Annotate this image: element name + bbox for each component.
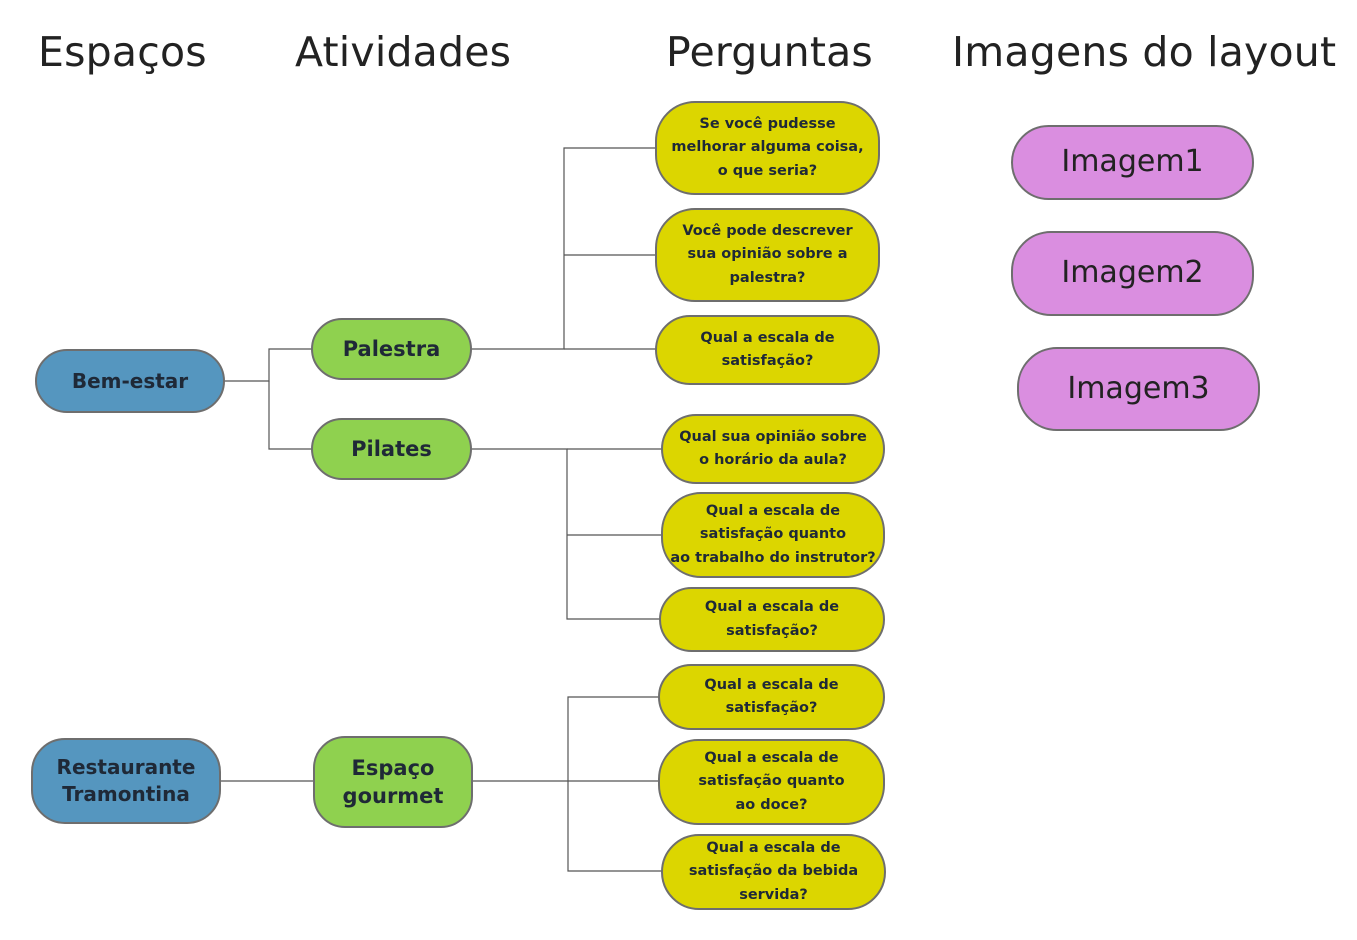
connector-bemestar-pilates: [268, 381, 312, 450]
question-palestra-2[interactable]: Você pode descrever sua opinião sobre a …: [655, 208, 880, 302]
header-spaces: Espaços: [38, 28, 207, 76]
question-gourmet-3[interactable]: Qual a escala de satisfação da bebida se…: [661, 834, 886, 910]
question-gourmet-1[interactable]: Qual a escala de satisfação?: [658, 664, 885, 730]
space-restaurante-tramontina[interactable]: Restaurante Tramontina: [31, 738, 221, 824]
connector-bemestar-palestra: [225, 348, 312, 382]
connector-pilates-q1: [472, 448, 660, 620]
question-label: Qual a escala de satisfação?: [700, 329, 835, 369]
question-label: Você pode descrever sua opinião sobre a …: [682, 223, 853, 286]
space-label: Bem-estar: [71, 368, 189, 393]
question-label: Qual a escala de satisfação?: [704, 676, 839, 716]
question-label: Qual a escala de satisfação quanto ao tr…: [670, 503, 876, 566]
image-label: Imagem1: [1061, 144, 1204, 180]
activity-espaco-gourmet[interactable]: Espaço gourmet: [313, 736, 473, 828]
image-1[interactable]: Imagem1: [1011, 125, 1254, 200]
header-questions: Perguntas: [666, 28, 873, 76]
question-gourmet-2[interactable]: Qual a escala de satisfação quanto ao do…: [658, 739, 885, 825]
image-label: Imagem3: [1067, 370, 1210, 406]
connector-gourmet-q1: [473, 696, 659, 782]
space-label: Restaurante Tramontina: [56, 755, 196, 806]
header-activities: Atividades: [295, 28, 512, 76]
question-label: Se você pudesse melhorar alguma coisa, o…: [671, 116, 864, 179]
question-label: Qual a escala de satisfação?: [704, 599, 840, 639]
activity-label: Espaço gourmet: [342, 755, 444, 808]
connector-gourmet-q3: [567, 781, 662, 872]
image-label: Imagem2: [1061, 255, 1204, 291]
question-palestra-1[interactable]: Se você pudesse melhorar alguma coisa, o…: [655, 101, 880, 195]
question-label: Qual sua opinião sobre o horário da aula…: [679, 428, 867, 468]
image-3[interactable]: Imagem3: [1017, 347, 1260, 431]
question-pilates-2[interactable]: Qual a escala de satisfação quanto ao tr…: [661, 492, 885, 578]
header-images: Imagens do layout: [952, 28, 1337, 76]
image-2[interactable]: Imagem2: [1011, 231, 1254, 316]
question-label: Qual a escala de satisfação da bebida se…: [688, 840, 859, 903]
question-palestra-3[interactable]: Qual a escala de satisfação?: [655, 315, 880, 385]
space-bem-estar[interactable]: Bem-estar: [35, 349, 225, 413]
question-pilates-3[interactable]: Qual a escala de satisfação?: [659, 587, 885, 652]
activity-label: Pilates: [351, 436, 432, 461]
connector-palestra-q1: [472, 147, 656, 350]
activity-palestra[interactable]: Palestra: [311, 318, 472, 380]
question-pilates-1[interactable]: Qual sua opinião sobre o horário da aula…: [661, 414, 885, 484]
activity-pilates[interactable]: Pilates: [311, 418, 472, 480]
question-label: Qual a escala de satisfação quanto ao do…: [698, 750, 845, 813]
activity-label: Palestra: [342, 336, 441, 361]
